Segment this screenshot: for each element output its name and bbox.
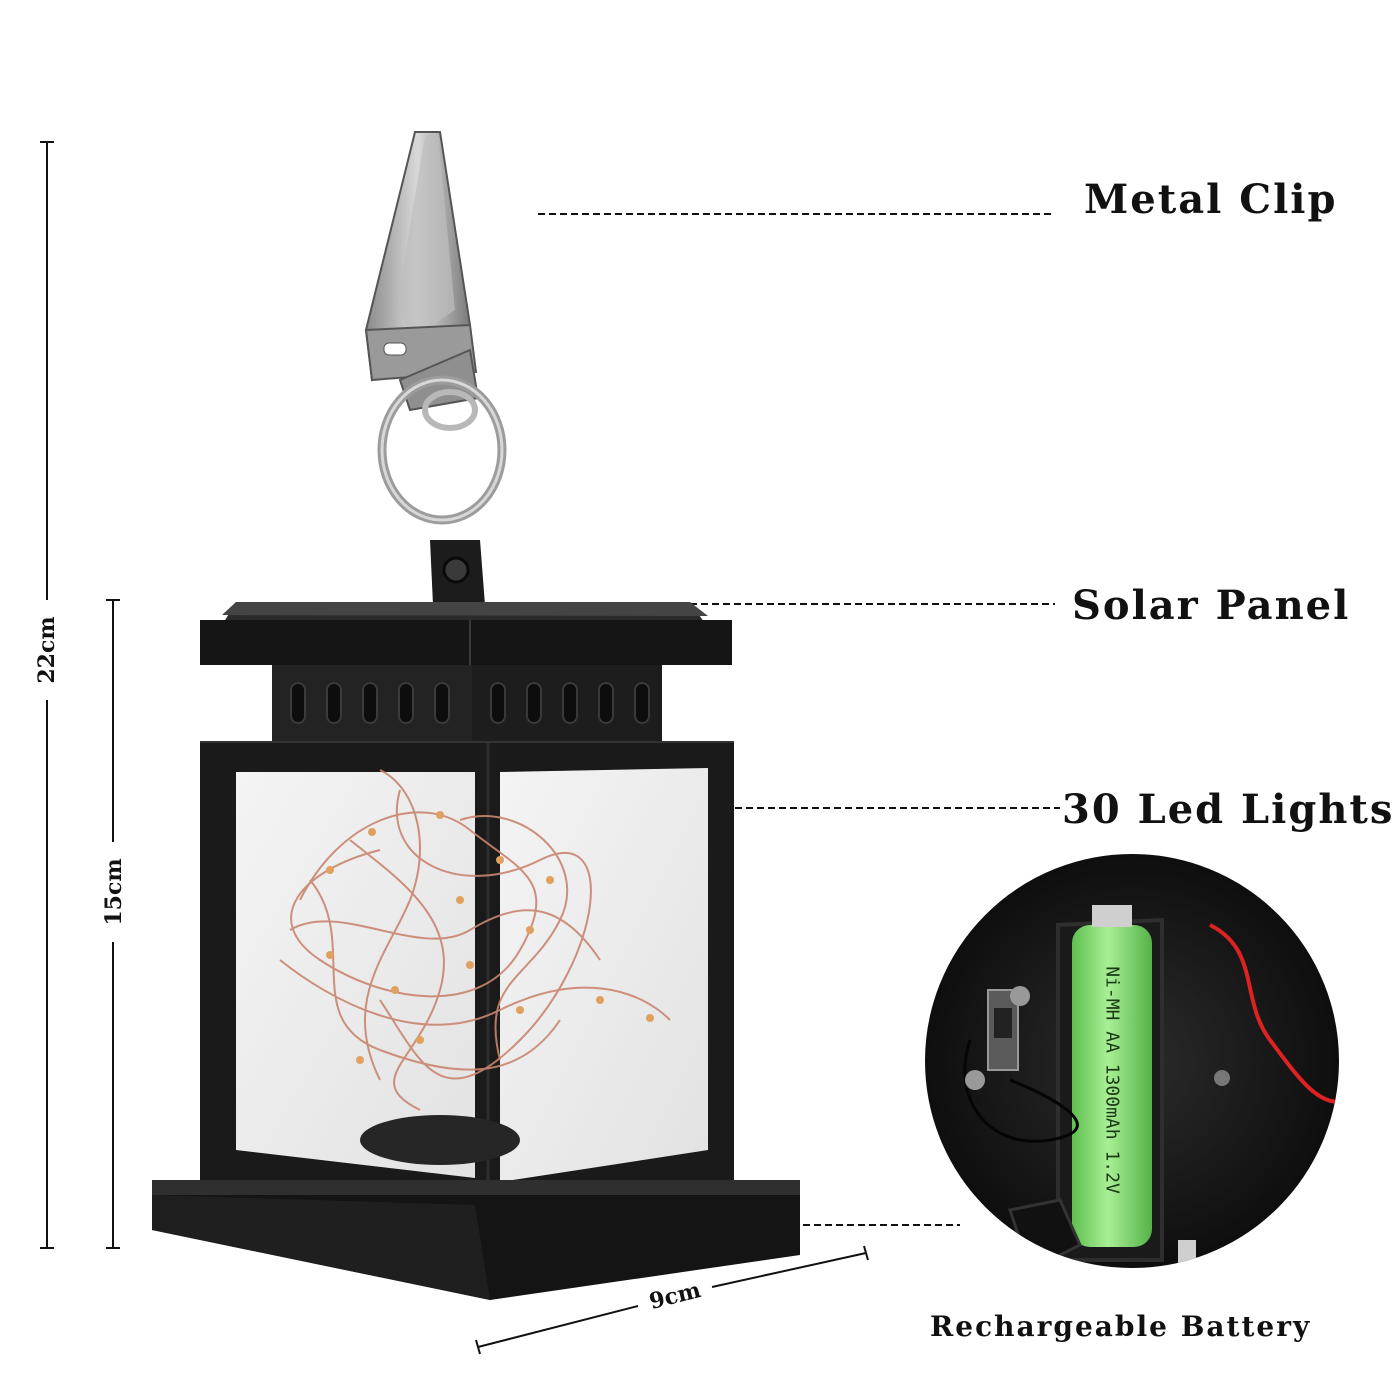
dimension-9cm [475, 1245, 869, 1355]
battery-closeup [923, 852, 1341, 1270]
total-height-label: 22cm [34, 616, 60, 684]
metal-clip-label: Metal Clip [1084, 176, 1338, 223]
battery-icon [1072, 925, 1152, 1247]
led-string [279, 769, 671, 1111]
lantern-base [152, 1180, 800, 1300]
dimension-22cm [40, 141, 54, 1249]
battery-label: Rechargeable Battery [930, 1310, 1312, 1343]
dimension-15cm [106, 599, 120, 1249]
lantern-body [200, 741, 734, 1200]
led-beads [326, 811, 654, 1064]
solar-panel-label: Solar Panel [1072, 582, 1351, 629]
solar-panel [200, 602, 732, 665]
led-lights-label: 30 Led Lights [1062, 786, 1395, 833]
battery-print-text: Ni-MH AA 1300mAh 1.2V [1101, 966, 1123, 1194]
lantern-cap [272, 665, 662, 745]
body-height-label: 15cm [101, 858, 127, 926]
metal-clip [364, 131, 507, 605]
